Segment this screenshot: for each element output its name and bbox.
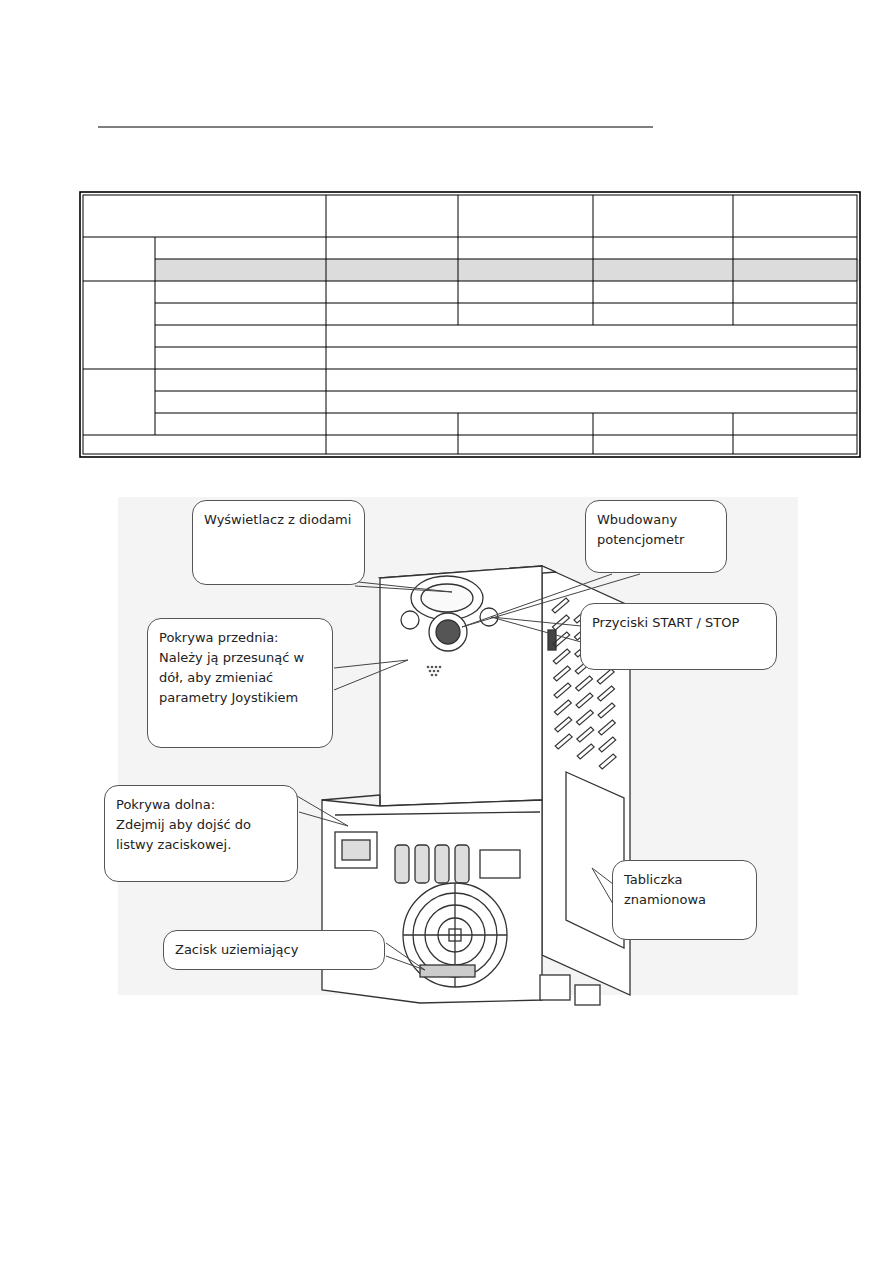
vent-slot [553,649,570,664]
callout-text: Zdejmij aby dojść do listwy zaciskowej. [116,815,286,855]
vent-slot [576,693,593,708]
callout-text: Zacisk uziemiający [175,940,373,960]
callout-bubble: Pokrywa przednia:Należy ją przesunąć w d… [147,618,333,748]
callout-text: Pokrywa przednia: [159,628,321,648]
inverter-drawing [118,497,798,1005]
callout-text: Należy ją przesunąć w dół, aby zmieniać … [159,648,321,708]
callout-text: Tabliczka znamionowa [624,870,745,910]
callout-text: Przyciski START / STOP [592,613,765,633]
callout-bubble: Pokrywa dolna:Zdejmij aby dojść do listw… [104,785,298,882]
callout-text: Wbudowany potencjometr [597,510,715,550]
vent-slot [576,710,593,725]
vent-slot [577,744,594,759]
vent-slot [553,632,570,647]
callout-bubble: Wbudowany potencjometr [585,500,727,573]
vent-slot [599,737,616,752]
vent-slot [599,754,616,769]
vent-slot [554,666,571,681]
vent-slot [597,669,614,684]
vent-slot [555,717,572,732]
vent-slot [576,676,593,691]
title-rule [98,126,653,127]
callout-bubble: Przyciski START / STOP [580,603,777,670]
spec-table [80,192,860,457]
vent-slot [577,727,594,742]
vent-slot [555,734,572,749]
vent-slot [598,720,615,735]
vent-slot [598,686,615,701]
callout-text: Wyświetlacz z diodami [204,510,353,530]
vent-slot [552,615,569,630]
callout-text: Pokrywa dolna: [116,795,286,815]
vent-slot [554,683,571,698]
callout-bubble: Zacisk uziemiający [163,930,385,970]
vent-slot [554,700,571,715]
vent-slot [598,703,615,718]
vent-slot [552,598,569,613]
callout-bubble: Tabliczka znamionowa [612,860,757,940]
callout-bubble: Wyświetlacz z diodami [192,500,365,585]
